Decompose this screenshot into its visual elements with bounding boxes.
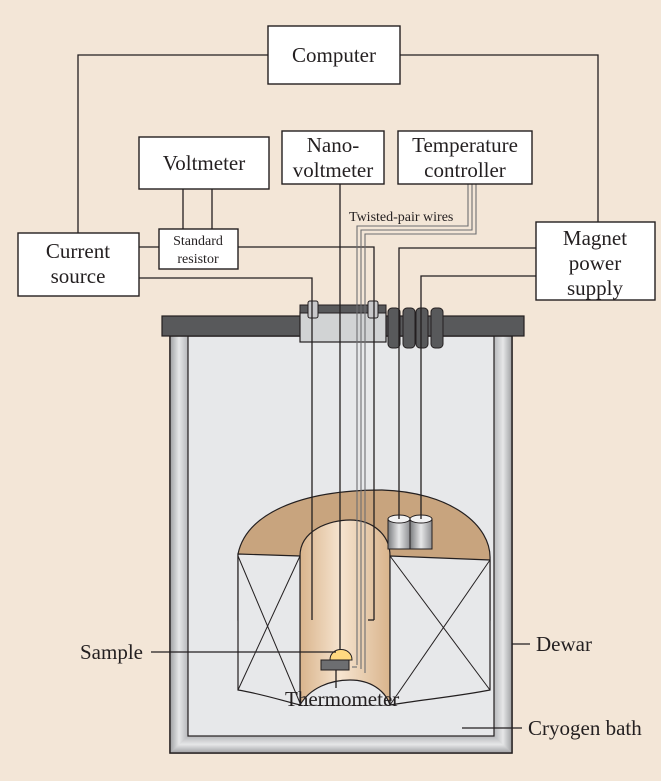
magnet-power-supply-label-line2: power <box>569 251 621 275</box>
thermometer-label: Thermometer <box>285 687 399 711</box>
magnet-power-supply-box: Magnet power supply <box>535 221 656 301</box>
magnet-coil-left <box>237 553 301 706</box>
magnet-current-leads <box>387 514 433 550</box>
voltmeter-label: Voltmeter <box>163 151 245 175</box>
magnet-bore <box>299 519 391 706</box>
twisted-pair-label: Twisted-pair wires <box>349 210 453 225</box>
dewar-label: Dewar <box>536 632 592 656</box>
voltmeter-box: Voltmeter <box>138 136 270 190</box>
standard-resistor-box: Standard resistor <box>158 228 239 270</box>
computer-box: Computer <box>267 25 401 85</box>
magnet-power-supply-label-line1: Magnet <box>563 226 627 250</box>
current-source-label-line2: source <box>51 264 106 288</box>
superconducting-magnet <box>237 489 491 706</box>
computer-label: Computer <box>292 43 376 67</box>
current-source-label-line1: Current <box>46 239 110 263</box>
probe-flange-cap <box>299 304 387 314</box>
dewar-wall-right <box>494 336 512 753</box>
standard-resistor-label-line2: resistor <box>177 252 219 267</box>
nanovoltmeter-label-line2: voltmeter <box>293 158 373 182</box>
magnet-bore-bottom <box>299 679 391 706</box>
temperature-controller-label-line2: controller <box>424 158 506 182</box>
feedthrough-clamps <box>307 300 444 349</box>
dewar-wall-bottom <box>170 736 512 753</box>
nanovoltmeter-label-line1: Nano- <box>307 133 359 157</box>
dewar-wall-left <box>170 336 188 753</box>
magnet-coil-right <box>389 555 491 706</box>
cryogen-bath-label: Cryogen bath <box>528 716 642 740</box>
temperature-controller-box: Temperature controller <box>397 130 533 185</box>
nanovoltmeter-box: Nano- voltmeter <box>281 130 385 185</box>
wiring <box>77 54 599 673</box>
temperature-controller-label-line1: Temperature <box>412 133 518 157</box>
sample-label: Sample <box>80 640 143 664</box>
thermometer-sensor <box>320 659 350 671</box>
standard-resistor-label-line1: Standard <box>173 234 223 249</box>
current-source-box: Current source <box>17 232 140 297</box>
magnet-power-supply-label-line3: supply <box>567 276 624 300</box>
